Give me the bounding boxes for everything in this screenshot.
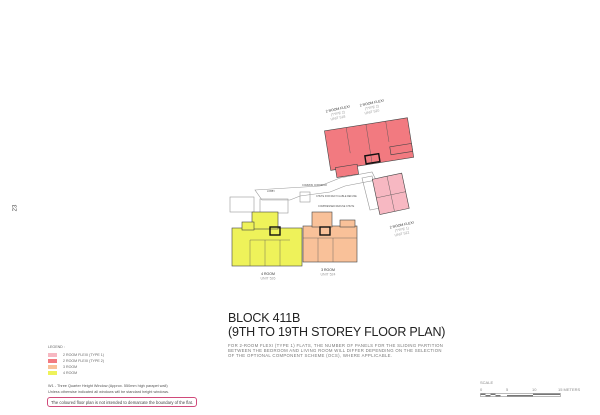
legend-label: 4 ROOM	[63, 371, 78, 375]
legend-item: 3 ROOM	[48, 364, 104, 370]
legend-item: 2 ROOM FLEXI (TYPE 2)	[48, 358, 104, 364]
unit-label-518-type: 2 ROOM FLEXI	[325, 105, 350, 114]
legend-item: 2 ROOM FLEXI (TYPE 1)	[48, 352, 104, 358]
lift-lobby	[259, 198, 289, 214]
unit-label-522-type: 2 ROOM FLEXI	[389, 221, 414, 230]
block-title: BLOCK 411B	[228, 311, 301, 325]
legend-label: 3 ROOM	[63, 365, 78, 369]
unit-3-room	[302, 211, 358, 263]
lobby-label: LOBBY	[267, 190, 275, 193]
legend-swatch	[48, 359, 57, 363]
scale-bar: SCALE 0 5 10 15 METERS	[480, 380, 590, 399]
scale-label: SCALE	[480, 380, 494, 385]
legend-swatch	[48, 353, 57, 357]
recycle-chute-label: CHUTE FOR RECYCLABLE REFUSE	[316, 195, 357, 198]
staircase-left	[229, 196, 255, 213]
scale-tick-10: 10	[532, 387, 537, 392]
unit-label-524-unit: UNIT 524	[321, 273, 336, 277]
unit-label-526-unit: UNIT 526	[261, 277, 276, 281]
disclaimer: The coloured floor plan is not intended …	[47, 397, 198, 407]
unit-label-522-subtype: (TYPE 1)	[394, 226, 409, 233]
scale-tick-15: 15 METERS	[558, 387, 581, 392]
legend-swatch	[48, 365, 57, 369]
compressed-chute-label: COMPRESSED REFUSE CHUTE	[318, 205, 355, 208]
unit-4-room	[231, 211, 303, 267]
w1-note: W1 - Three Quarter Height Window (Approx…	[48, 384, 168, 388]
scale-bar-graphic	[480, 393, 561, 397]
window-notes: W1 - Three Quarter Height Window (Approx…	[48, 384, 169, 395]
unit-label-522-unit: UNIT 522	[394, 230, 409, 237]
unit-label-520-type: 2 ROOM FLEXI	[359, 99, 384, 108]
legend-label: 2 ROOM FLEXI (TYPE 2)	[63, 359, 104, 363]
scale-tick-5: 5	[506, 387, 509, 392]
corridor-label: COMMON CORRIDOR	[302, 184, 327, 187]
unit-label-520-subtype: (TYPE 2)	[364, 104, 379, 111]
unit-label-518-unit: UNIT 518	[330, 114, 345, 121]
legend-label: 2 ROOM FLEXI (TYPE 1)	[63, 353, 104, 357]
unit-label-526-type: 4 ROOM	[261, 272, 275, 276]
legend-item: 4 ROOM	[48, 370, 104, 376]
unit-2-room-flexi-type-1	[371, 172, 410, 215]
unit-label-524-type: 3 ROOM	[321, 268, 335, 272]
refuse-chute	[299, 191, 311, 203]
legend-swatch	[48, 371, 57, 375]
unit-label-520-unit: UNIT 520	[364, 108, 379, 115]
scale-tick-0: 0	[480, 387, 483, 392]
legend-heading: LEGEND :	[48, 345, 65, 349]
page-title: BLOCK 411B (9TH TO 19TH STOREY FLOOR PLA…	[228, 311, 445, 339]
sliding-partition-note: FOR 2-ROOM FLEXI (TYPE 1) FLATS, THE NUM…	[228, 343, 444, 358]
standard-window-note: Unless otherwise indicated all windows w…	[48, 389, 170, 394]
storey-title: (9TH TO 19TH STOREY FLOOR PLAN)	[228, 325, 446, 339]
legend: LEGEND : 2 ROOM FLEXI (TYPE 1) 2 ROOM FL…	[48, 345, 104, 376]
common-areas	[229, 171, 381, 214]
unit-label-518-subtype: (TYPE 2)	[330, 110, 345, 117]
units-2-room-flexi-type-2	[324, 117, 415, 178]
